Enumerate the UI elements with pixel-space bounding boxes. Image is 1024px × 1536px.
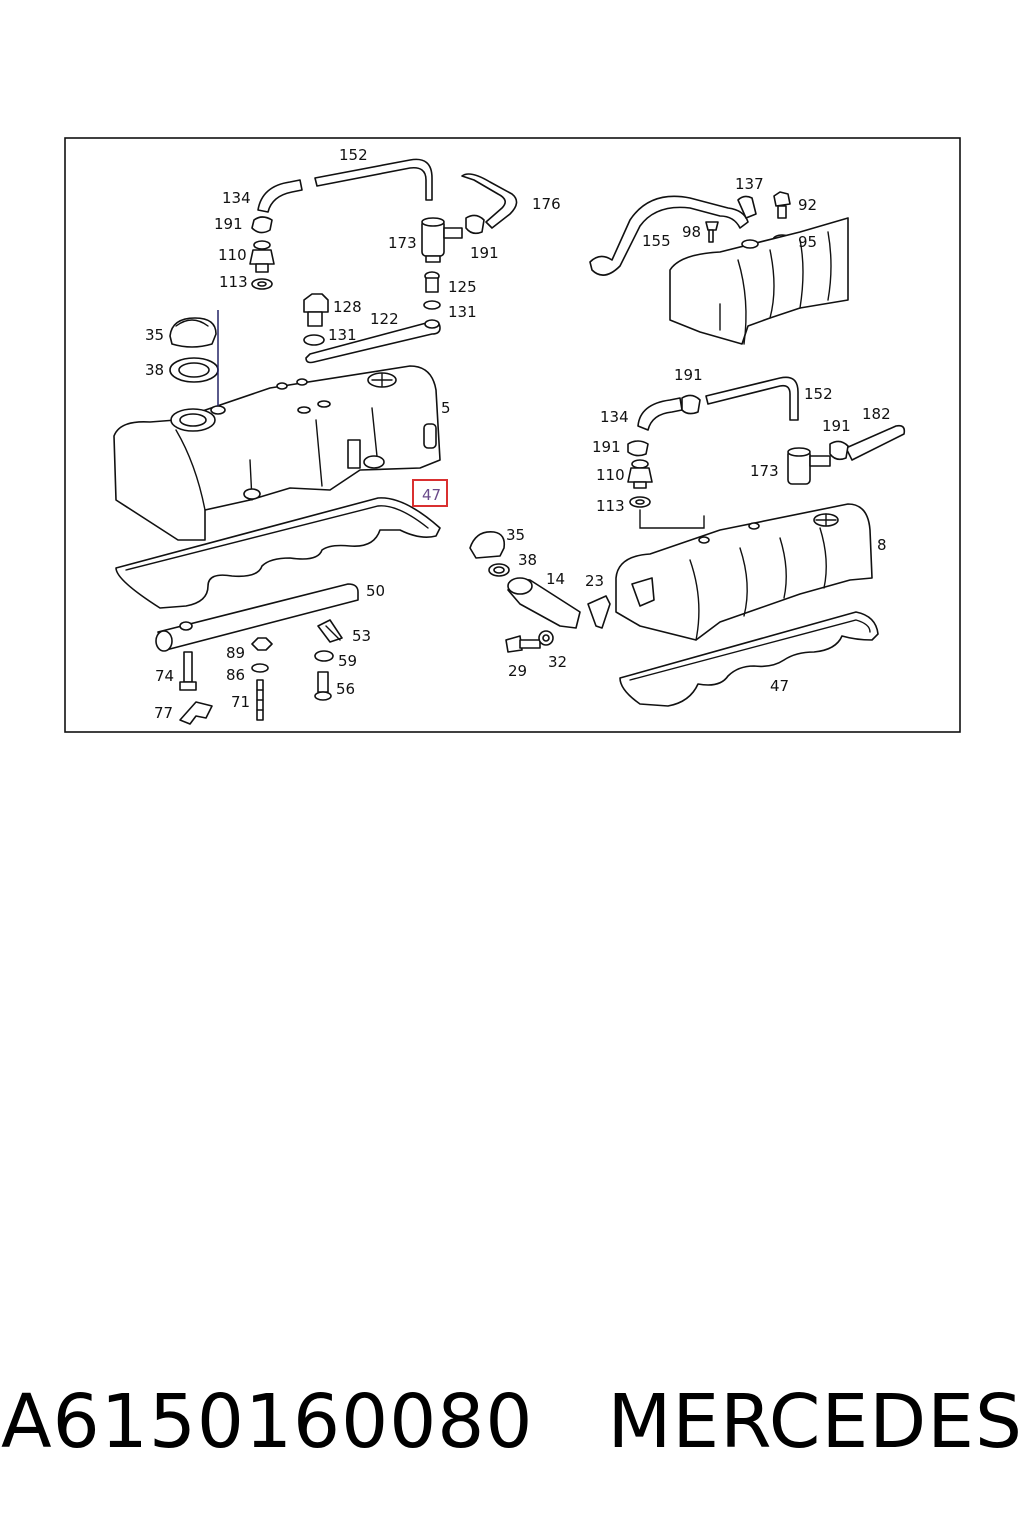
callout-86: 86 <box>226 666 245 684</box>
left-fittings <box>249 240 441 364</box>
callout-98: 98 <box>682 223 701 241</box>
callout-113: 113 <box>596 497 625 515</box>
right-upper-assembly <box>589 191 849 345</box>
callout-5: 5 <box>441 399 451 417</box>
right-gasket <box>619 611 879 707</box>
callout-191: 191 <box>592 438 621 456</box>
callout-32: 32 <box>548 653 567 671</box>
callout-89: 89 <box>226 644 245 662</box>
callout-191: 191 <box>214 215 243 233</box>
callout-176: 176 <box>532 195 561 213</box>
callout-53: 53 <box>352 627 371 645</box>
callout-35: 35 <box>506 526 525 544</box>
callout-95: 95 <box>798 233 817 251</box>
left-lower-parts <box>155 583 359 725</box>
highlight-box-47 <box>412 479 448 507</box>
callout-35: 35 <box>145 326 164 344</box>
callout-23: 23 <box>585 572 604 590</box>
callout-134: 134 <box>222 189 251 207</box>
parts-diagram: 152 134 176 191 173 191 110 113 125 128 … <box>64 137 961 733</box>
callout-191: 191 <box>674 366 703 384</box>
callout-38: 38 <box>145 361 164 379</box>
callout-191: 191 <box>822 417 851 435</box>
callout-125: 125 <box>448 278 477 296</box>
callout-173: 173 <box>750 462 779 480</box>
left-valve-cover <box>113 310 441 541</box>
callout-110: 110 <box>596 466 625 484</box>
callout-152: 152 <box>339 146 368 164</box>
callout-173: 173 <box>388 234 417 252</box>
left-valve-173 <box>421 217 463 263</box>
middle-parts <box>469 531 611 653</box>
callout-50: 50 <box>366 582 385 600</box>
right-hoses <box>627 376 906 529</box>
callout-47: 47 <box>770 677 789 695</box>
callout-131: 131 <box>328 326 357 344</box>
callout-77: 77 <box>154 704 173 722</box>
callout-47-highlighted: 47 <box>422 486 441 504</box>
callout-14: 14 <box>546 570 565 588</box>
callout-152: 152 <box>804 385 833 403</box>
callout-59: 59 <box>338 652 357 670</box>
callout-110: 110 <box>218 246 247 264</box>
brand-name: MERCEDES <box>607 1379 1023 1465</box>
callout-113: 113 <box>219 273 248 291</box>
callout-29: 29 <box>508 662 527 680</box>
callout-182: 182 <box>862 405 891 423</box>
callout-74: 74 <box>155 667 174 685</box>
callout-38: 38 <box>518 551 537 569</box>
callout-137: 137 <box>735 175 764 193</box>
callout-56: 56 <box>336 680 355 698</box>
left-gasket <box>115 497 441 609</box>
left-hoses <box>251 158 518 235</box>
part-number: A6150160080 <box>1 1379 534 1465</box>
left-cap-35-ring-38 <box>169 317 219 383</box>
callout-71: 71 <box>231 693 250 711</box>
callout-128: 128 <box>333 298 362 316</box>
callout-131: 131 <box>448 303 477 321</box>
callout-92: 92 <box>798 196 817 214</box>
caption: A6150160080 MERCEDES <box>0 1362 1024 1482</box>
callout-134: 134 <box>600 408 629 426</box>
callout-labels: 152 134 176 191 173 191 110 113 125 128 … <box>145 146 891 722</box>
callout-191: 191 <box>470 244 499 262</box>
callout-122: 122 <box>370 310 399 328</box>
right-valve-cover <box>615 503 873 641</box>
callout-8: 8 <box>877 536 887 554</box>
callout-155: 155 <box>642 232 671 250</box>
